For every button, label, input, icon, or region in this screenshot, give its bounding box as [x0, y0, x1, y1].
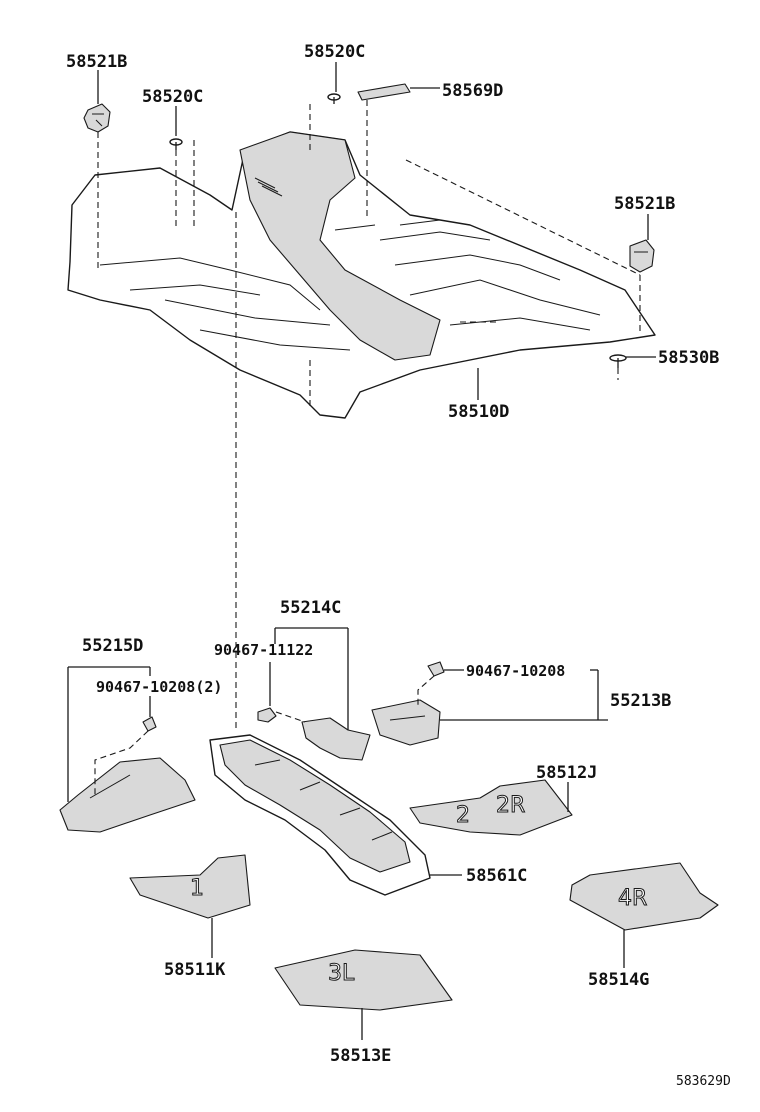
label-90467-11122: 90467-11122 — [214, 641, 313, 659]
clip-90467-10208-right — [427, 661, 445, 677]
mat-marking-4R: 4R — [618, 886, 647, 911]
floor-mat-58511K: 1 — [129, 854, 251, 919]
label-58569D: 58569D — [442, 81, 503, 101]
floor-carpet-outline — [67, 131, 656, 419]
fastener-58520C-top — [327, 93, 341, 104]
floor-mat-58513E: 3L — [274, 949, 453, 1011]
guide-lines-top — [97, 100, 641, 730]
leader-lines — [67, 62, 656, 1040]
carpet-hook-slots — [254, 177, 441, 231]
label-55213B: 55213B — [610, 691, 671, 711]
mat-marking-2R: 2R — [496, 793, 525, 818]
figure-code: 583629D — [676, 1074, 731, 1089]
floor-carpet-assembly — [67, 131, 656, 419]
label-58521B-top: 58521B — [66, 52, 127, 72]
clip-90467-11122 — [257, 707, 277, 723]
duct-piece-55214C — [301, 717, 371, 761]
label-58512J: 58512J — [536, 763, 597, 783]
floor-mat-58512J: 2 2R — [409, 779, 573, 836]
label-58521B-right: 58521B — [614, 194, 675, 214]
label-58520C-left: 58520C — [142, 87, 203, 107]
label-55214C: 55214C — [280, 598, 341, 618]
carpet-detail-left — [99, 257, 351, 351]
duct-piece-55213B — [371, 699, 441, 746]
fastener-58521B-right — [629, 239, 655, 273]
label-90467-10208-2: 90467-10208(2) — [96, 678, 222, 696]
floor-mat-58514G: 4R — [569, 862, 719, 931]
label-58530B: 58530B — [658, 348, 719, 368]
fastener-58521B-top — [83, 103, 111, 133]
retainer-58569D — [357, 83, 411, 101]
mat-marking-2: 2 — [456, 803, 470, 828]
center-floor-duct-58561C — [209, 734, 431, 896]
carpet-detail-right — [379, 231, 601, 331]
clip-90467-10208-left — [142, 716, 157, 732]
label-58510D: 58510D — [448, 402, 509, 422]
fastener-58530B — [609, 354, 627, 368]
duct-piece-55215D — [59, 757, 196, 833]
tunnel-hump — [239, 131, 441, 361]
label-55215D: 55215D — [82, 636, 143, 656]
mat-marking-1: 1 — [190, 876, 204, 901]
label-58561C: 58561C — [466, 866, 527, 886]
fastener-58520C-left — [169, 138, 183, 150]
label-58513E: 58513E — [330, 1046, 391, 1066]
label-58514G: 58514G — [588, 970, 649, 990]
label-58511K: 58511K — [164, 960, 226, 980]
guide-lines-ducts — [94, 675, 435, 795]
mat-marking-3L: 3L — [328, 961, 355, 986]
label-58520C-top: 58520C — [304, 42, 365, 62]
label-90467-10208: 90467-10208 — [466, 662, 565, 680]
